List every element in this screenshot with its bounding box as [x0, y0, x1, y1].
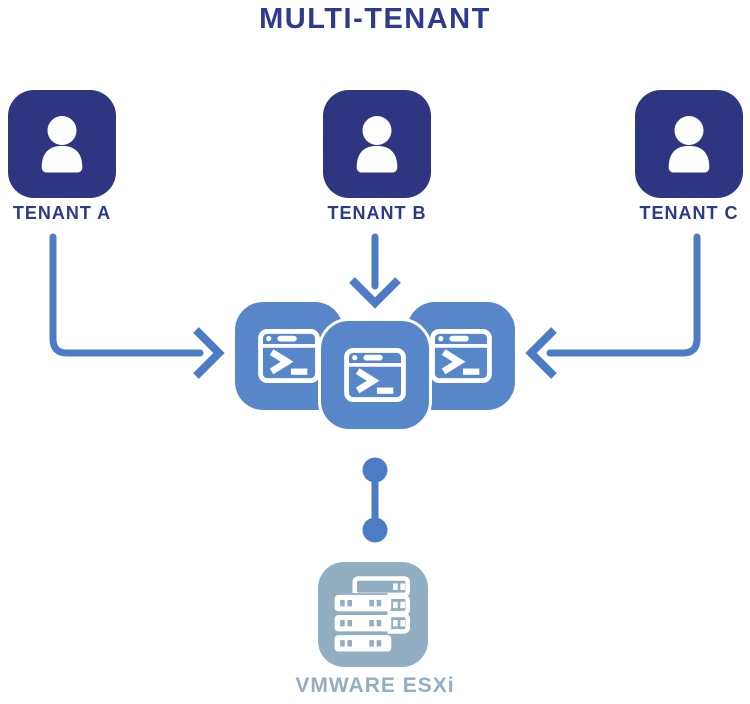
tenant-c-box — [635, 90, 743, 198]
arrow-tenant-c — [546, 233, 701, 357]
server-stack-icon — [329, 575, 410, 657]
tenant-c-node: TENANT C — [635, 90, 743, 223]
tenant-b-node: TENANT B — [323, 90, 431, 223]
tenant-a-label: TENANT A — [12, 203, 112, 223]
arrow-tenant-a — [49, 233, 204, 357]
user-icon — [41, 115, 83, 173]
tenant-b-box — [323, 90, 431, 198]
arrowhead-tenant-a — [193, 327, 225, 379]
arrowhead-tenant-c — [525, 327, 557, 379]
tenant-a-box — [8, 90, 116, 198]
arrowhead-tenant-b — [349, 277, 401, 309]
tenant-b-label: TENANT B — [327, 203, 427, 223]
tenant-c-label: TENANT C — [639, 203, 739, 223]
shell-node-center — [318, 318, 432, 432]
terminal-icon — [344, 348, 406, 402]
diagram-title: MULTI-TENANT — [259, 3, 491, 35]
user-icon — [668, 115, 710, 173]
tenant-a-node: TENANT A — [8, 90, 116, 223]
user-icon — [356, 115, 398, 173]
esxi-node — [318, 562, 428, 667]
esxi-label: VMWARE ESXi — [295, 674, 455, 697]
terminal-icon — [258, 329, 320, 383]
dumbbell-link — [362, 457, 388, 543]
terminal-icon — [430, 329, 492, 383]
